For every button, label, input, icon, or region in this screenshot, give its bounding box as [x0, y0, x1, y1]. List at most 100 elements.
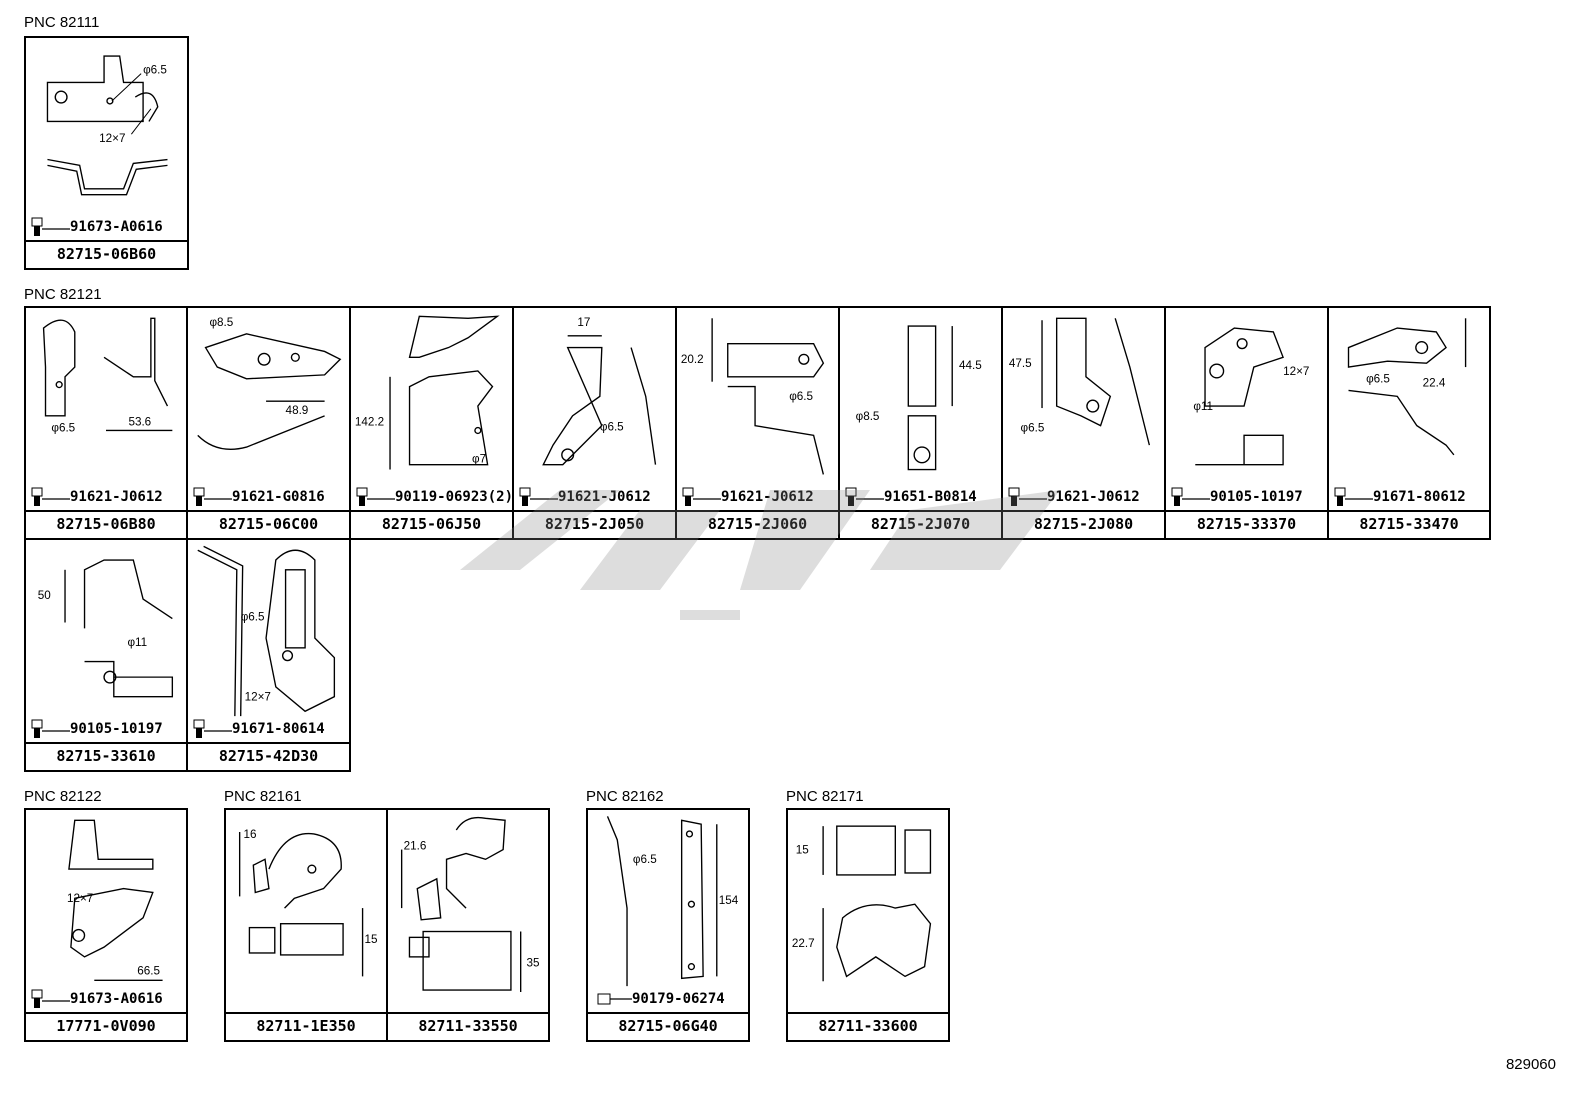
bolt-part-number: 91651-B0814 — [884, 489, 977, 505]
part-number[interactable]: 82715-06J50 — [351, 510, 512, 538]
bolt-part-number: 91671-80612 — [1373, 489, 1466, 505]
dim-label: 22.7 — [792, 937, 815, 950]
nut: 90179-06274 — [592, 988, 725, 1010]
dim-label: 142.2 — [355, 416, 384, 429]
part-number[interactable]: 82715-33610 — [26, 742, 186, 770]
dim-label: 12×7 — [67, 892, 93, 905]
part-number[interactable]: 82715-42D30 — [188, 742, 349, 770]
part-cell[interactable]: φ6.5 12×7 91673-A0616 82715-06B60 — [24, 36, 189, 270]
dim-label: 15 — [796, 843, 810, 856]
part-number[interactable]: 82715-06B80 — [26, 510, 186, 538]
bolt: 91651-B0814 — [844, 486, 977, 508]
part-number[interactable]: 82711-1E350 — [226, 1012, 386, 1040]
section-label-82122: PNC 82122 — [24, 788, 102, 805]
section-label-82161: PNC 82161 — [224, 788, 302, 805]
dim-label: φ6.5 — [241, 611, 265, 624]
bolt: 90105-10197 — [1170, 486, 1303, 508]
dim-label: φ6.5 — [51, 421, 75, 434]
bolt: 91621-J0612 — [30, 486, 163, 508]
part-number[interactable]: 82715-2J080 — [1003, 510, 1164, 538]
part-number[interactable]: 82715-33370 — [1166, 510, 1327, 538]
bolt-part-number: 91673-A0616 — [70, 219, 163, 235]
section-label-82162: PNC 82162 — [586, 788, 664, 805]
bolt-part-number: 91621-G0816 — [232, 489, 325, 505]
part-number[interactable]: 82715-06B60 — [26, 240, 187, 268]
dim-label: 154 — [719, 894, 739, 907]
bolt-part-number: 90105-10197 — [1210, 489, 1303, 505]
bolt: 90119-06923(2) — [355, 486, 513, 508]
part-cell[interactable]: 15 22.7 82711-33600 — [786, 808, 950, 1042]
dim-label: 12×7 — [99, 132, 125, 145]
part-number[interactable]: 82711-33600 — [788, 1012, 948, 1040]
dim-label: φ11 — [1193, 400, 1213, 413]
part-number[interactable]: 82715-2J050 — [514, 510, 675, 538]
bolt: 91621-J0612 — [1007, 486, 1140, 508]
dim-label: φ11 — [127, 636, 147, 649]
bolt-part-number: 91621-J0612 — [1047, 489, 1140, 505]
bolt: 91621-G0816 — [192, 486, 325, 508]
bolt: 90105-10197 — [30, 718, 163, 740]
dim-label: 66.5 — [137, 964, 160, 977]
part-cell[interactable]: φ6.5 22.4 91671-80612 82715-33470 — [1327, 306, 1491, 540]
part-cell[interactable]: 50 φ11 90105-10197 82715-33610 — [24, 538, 188, 772]
bolt: 91673-A0616 — [30, 216, 163, 238]
dim-label: φ6.5 — [789, 390, 813, 403]
bolt-part-number: 91673-A0616 — [70, 991, 163, 1007]
reference-code: 829060 — [1505, 1056, 1556, 1073]
section-label-82171: PNC 82171 — [786, 788, 864, 805]
dim-label: φ8.5 — [856, 410, 880, 423]
section-label-82111: PNC 82111 — [24, 14, 100, 31]
part-number[interactable]: 82715-06G40 — [588, 1012, 748, 1040]
bracket-drawing: 12×7 66.5 — [26, 810, 186, 1014]
part-cell[interactable]: 44.5 φ8.5 91651-B0814 82715-2J070 — [838, 306, 1003, 540]
dim-label: 35 — [527, 957, 541, 970]
dim-label: 20.2 — [681, 353, 704, 366]
section-label-82121: PNC 82121 — [24, 286, 102, 303]
bracket-drawing: φ6.5 22.4 — [1329, 308, 1489, 512]
bracket-drawing: 44.5 φ8.5 — [840, 308, 1001, 512]
dim-label: φ6.5 — [600, 420, 624, 433]
dim-label: 12×7 — [1283, 365, 1309, 378]
bolt: 91671-80614 — [192, 718, 325, 740]
dim-label: 53.6 — [128, 416, 151, 429]
part-cell[interactable]: 21.6 35 82711-33550 — [386, 808, 550, 1042]
part-number[interactable]: 82715-06C00 — [188, 510, 349, 538]
bolt: 91671-80612 — [1333, 486, 1466, 508]
clip-drawing: 15 22.7 — [788, 810, 948, 1014]
dim-label: 16 — [244, 828, 257, 841]
bolt-part-number: 91621-J0612 — [558, 489, 651, 505]
dim-label: 47.5 — [1009, 357, 1032, 370]
bolt-part-number: 90105-10197 — [70, 721, 163, 737]
bolt-part-number: 91671-80614 — [232, 721, 325, 737]
bracket-drawing: 12×7 φ11 — [1166, 308, 1327, 512]
part-cell[interactable]: φ6.5 53.6 91621-J0612 82715-06B80 — [24, 306, 188, 540]
dim-label: 50 — [38, 589, 52, 602]
clip-drawing: 21.6 35 — [388, 810, 548, 1014]
part-cell[interactable]: 12×7 φ11 90105-10197 82715-33370 — [1164, 306, 1329, 540]
part-number[interactable]: 82715-33470 — [1329, 510, 1489, 538]
dim-label: 44.5 — [959, 359, 982, 372]
dim-label: 22.4 — [1423, 377, 1446, 390]
part-cell[interactable]: 12×7 66.5 91673-A0616 17771-0V090 — [24, 808, 188, 1042]
part-number[interactable]: 82715-2J060 — [677, 510, 838, 538]
part-number[interactable]: 82715-2J070 — [840, 510, 1001, 538]
dim-label: 21.6 — [404, 840, 427, 853]
part-number[interactable]: 17771-0V090 — [26, 1012, 186, 1040]
part-number[interactable]: 82711-33550 — [388, 1012, 548, 1040]
dim-label: φ6.5 — [1366, 373, 1390, 386]
dim-label: 15 — [365, 933, 379, 946]
